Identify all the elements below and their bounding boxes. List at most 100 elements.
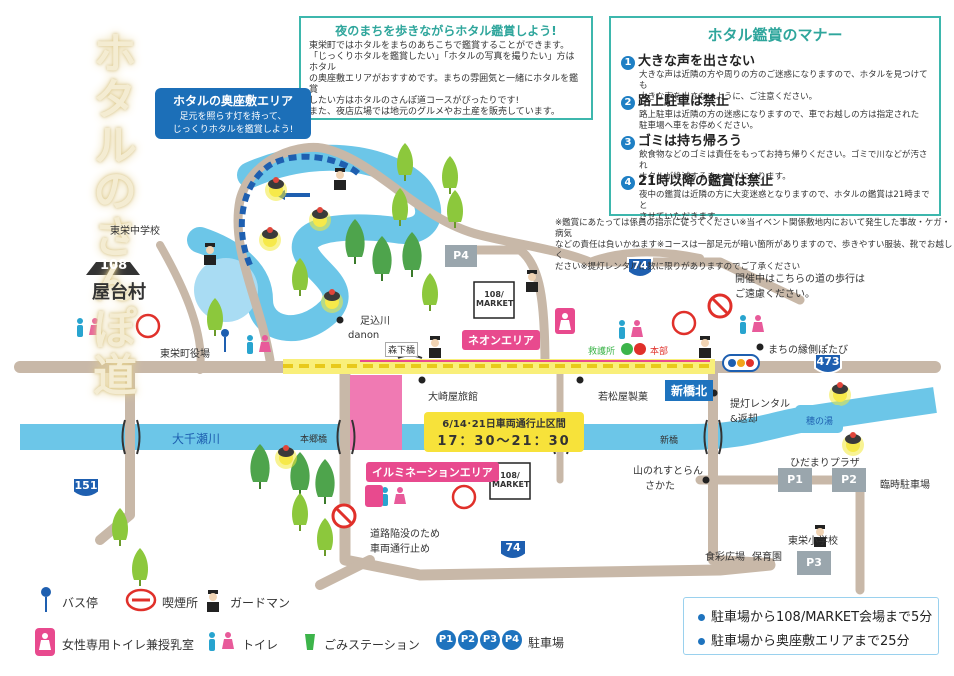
illumination-zone bbox=[350, 375, 402, 450]
label-osakiya: 大崎屋旅館 bbox=[428, 392, 478, 403]
intro-line: したい方はホタルのさんぽ道コースがぴったりです! bbox=[309, 96, 520, 106]
parking-p1: P1 bbox=[787, 473, 803, 486]
manner-desc: 路上駐車は近隣の方の迷惑になりますので、車でお越しの方は指定された bbox=[639, 110, 920, 120]
okuzashiki-callout: ホタルの奥座敷エリア 足元を照らす灯を持って、 じっくりホタルを鑑賞しよう! bbox=[155, 88, 311, 139]
legend-smoking: 喫煙所 bbox=[162, 596, 199, 610]
intro-line: の奥座敷エリアがおすすめです。まちの雰囲気と一緒にホタルを鑑賞 bbox=[309, 74, 579, 95]
yamanore-line: 山のれすとらん bbox=[633, 466, 703, 477]
parking-p2: P2 bbox=[841, 473, 857, 486]
intro-line: 東栄町ではホタルをまちのあちこちで鑑賞することができます。 bbox=[309, 41, 570, 51]
yamanore-line: さかた bbox=[645, 481, 675, 492]
manner-title: ゴミは持ち帰ろう bbox=[638, 134, 743, 149]
label-shinbashi: 新橋 bbox=[660, 436, 679, 446]
neon-area-badge: ネオンエリア bbox=[462, 330, 540, 350]
legend-p3: P3 bbox=[482, 634, 498, 645]
label-ho-no-yu: 穂の湯 bbox=[806, 417, 834, 427]
notes: ※鑑賞にあたっては係員の指示に従ってください※当イベント関係敷地内において発生し… bbox=[555, 218, 954, 273]
route-74-south: 74 bbox=[505, 541, 521, 554]
callout-line: 足元を照らす灯を持って、 bbox=[179, 112, 287, 122]
parking-info-text: 駐車場から108/MARKET会場まで5分 bbox=[711, 610, 933, 625]
note-line: ※鑑賞にあたっては係員の指示に従ってください※当イベント関係敷地内において発生し… bbox=[555, 218, 951, 239]
note-line: ださい※提灯レンタルは数に限りがありますのでご了承ください bbox=[555, 262, 801, 272]
manner-title: 21時以降の鑑賞は禁止 bbox=[638, 174, 774, 189]
legend-p2: P2 bbox=[460, 634, 476, 645]
manner-title: 大きな声を出さない bbox=[638, 54, 756, 69]
closure-dates: 6/14･21日車両通行止区間 bbox=[442, 419, 566, 430]
road-closed-notice: 道路陥没のため 車両通行止め bbox=[370, 525, 440, 555]
note-line: などの責任は負いかねます※コースは一部足元が暗い箇所がありますので、歩きやすい服… bbox=[555, 240, 953, 261]
parking-info-row: 駐車場から108/MARKET会場まで5分 bbox=[698, 606, 932, 625]
label-temp-parking: 臨時駐車場 bbox=[880, 480, 930, 491]
manners-heading: ホタル鑑賞のマナー bbox=[707, 26, 843, 44]
walk-notice-line: 開催中はこちらの道の歩行は bbox=[735, 274, 865, 285]
legend-p1: P1 bbox=[438, 634, 454, 645]
manner-number: 1 bbox=[621, 56, 635, 70]
parking-info-text: 駐車場から奥座敷エリアまで25分 bbox=[711, 634, 910, 649]
lantern-line: 提灯レンタル bbox=[730, 399, 790, 410]
label-yamanore: 山のれすとらん さかた bbox=[633, 462, 703, 492]
manner-number: 3 bbox=[621, 136, 635, 150]
label-first-aid: 救護所 bbox=[588, 347, 616, 357]
manner-desc: 飲食物などのゴミは責任をもってお持ち帰りください。ゴミで川などが汚され bbox=[639, 150, 928, 171]
closure-times: 17：30～21：30 bbox=[437, 434, 571, 449]
callout-line: じっくりホタルを鑑賞しよう! bbox=[172, 125, 294, 135]
road-closed-line: 道路陥没のため bbox=[370, 529, 440, 540]
label-wakamatsuya: 若松屋製菓 bbox=[598, 392, 648, 403]
manner-desc: 夜中の鑑賞は近隣の方に大変迷惑となりますので、ホタルの鑑賞は21時までと bbox=[639, 190, 930, 211]
intro-line: また、夜店広場では地元のグルメやお土産を販売しています。 bbox=[309, 107, 560, 117]
manner-desc: させていただきます。 bbox=[639, 212, 724, 222]
legend-parking: 駐車場 bbox=[528, 636, 565, 650]
market-label-bottom: 108/ MARKET bbox=[492, 471, 530, 489]
intro-box: 夜のまちを歩きながらホタル鑑賞しよう! 東栄町ではホタルをまちのあちこちで鑑賞す… bbox=[299, 16, 593, 120]
legend-women-toilet: 女性専用トイレ兼授乳室 bbox=[62, 638, 195, 652]
market-line: MARKET bbox=[492, 480, 530, 489]
label-danon: danon bbox=[348, 330, 380, 341]
manner-number: 4 bbox=[621, 176, 635, 190]
label-ashikomigawa: 足込川 bbox=[360, 316, 390, 327]
label-engawa: まちの縁側ぽたび bbox=[768, 345, 848, 356]
intro-heading: 夜のまちを歩きながらホタル鑑賞しよう! bbox=[335, 24, 557, 38]
manner-desc: 駐車場へ車をお停めください。 bbox=[639, 121, 759, 131]
parking-info-box: 駐車場から108/MARKET会場まで5分 駐車場から奥座敷エリアまで25分 bbox=[683, 597, 939, 655]
manner-desc: 大きな声を出さないように、ご注意ください。 bbox=[639, 92, 818, 102]
label-shokuzai: 食彩広場 bbox=[705, 552, 745, 563]
parking-p4: P4 bbox=[453, 249, 469, 262]
legend-garbage: ごみステーション bbox=[324, 638, 420, 652]
manner-number: 2 bbox=[621, 96, 635, 110]
label-ohchise-river: 大千瀬川 bbox=[172, 432, 221, 446]
lantern-line: &返却 bbox=[730, 414, 758, 425]
walk-notice: 開催中はこちらの道の歩行は ご遠慮ください。 bbox=[735, 270, 865, 300]
label-hoikuen: 保育園 bbox=[752, 552, 782, 563]
route-74-north: 74 bbox=[632, 259, 648, 272]
legend-p4: P4 bbox=[504, 634, 520, 645]
label-bus-stop: 東栄町役場 bbox=[160, 349, 210, 360]
yataimura-number: 108 bbox=[100, 258, 128, 273]
parking-info-row: 駐車場から奥座敷エリアまで25分 bbox=[698, 630, 910, 649]
callout-title: ホタルの奥座敷エリア bbox=[172, 94, 293, 108]
label-elementary: 東栄小学校 bbox=[788, 536, 838, 547]
market-line: MARKET bbox=[476, 299, 514, 308]
manner-desc: 大きな声は近隣の方や周りの方のご迷惑になりますので、ホタルを見つけても bbox=[639, 70, 928, 91]
label-headquarters: 本部 bbox=[650, 347, 669, 357]
legend-bus: バス停 bbox=[62, 596, 99, 610]
route-473: 473 bbox=[816, 355, 840, 368]
label-morishita-bridge: 森下橋 bbox=[385, 342, 419, 357]
illumination-area-badge: イルミネーションエリア bbox=[366, 462, 499, 482]
label-hidamari: ひだまりプラザ bbox=[790, 458, 860, 469]
manner-title: 路上駐車は禁止 bbox=[638, 94, 730, 109]
manner-desc: ホタルが絶滅するきっかけになります。 bbox=[639, 172, 791, 182]
route-151: 151 bbox=[74, 479, 98, 492]
yataimura-label: 屋台村 bbox=[92, 282, 146, 303]
walk-notice-line: ご遠慮ください。 bbox=[735, 289, 815, 300]
label-shinbashi-kita: 新橋北 bbox=[665, 380, 714, 401]
label-junior-high: 東栄中学校 bbox=[110, 226, 160, 237]
market-line: 108/ bbox=[500, 471, 520, 480]
intro-line: 「じっくりホタルを鑑賞したい」「ホタルの写真を撮りたい」方はホタル bbox=[309, 52, 575, 73]
legend-toilet: トイレ bbox=[242, 638, 279, 652]
road-closed-line: 車両通行止め bbox=[370, 544, 430, 555]
